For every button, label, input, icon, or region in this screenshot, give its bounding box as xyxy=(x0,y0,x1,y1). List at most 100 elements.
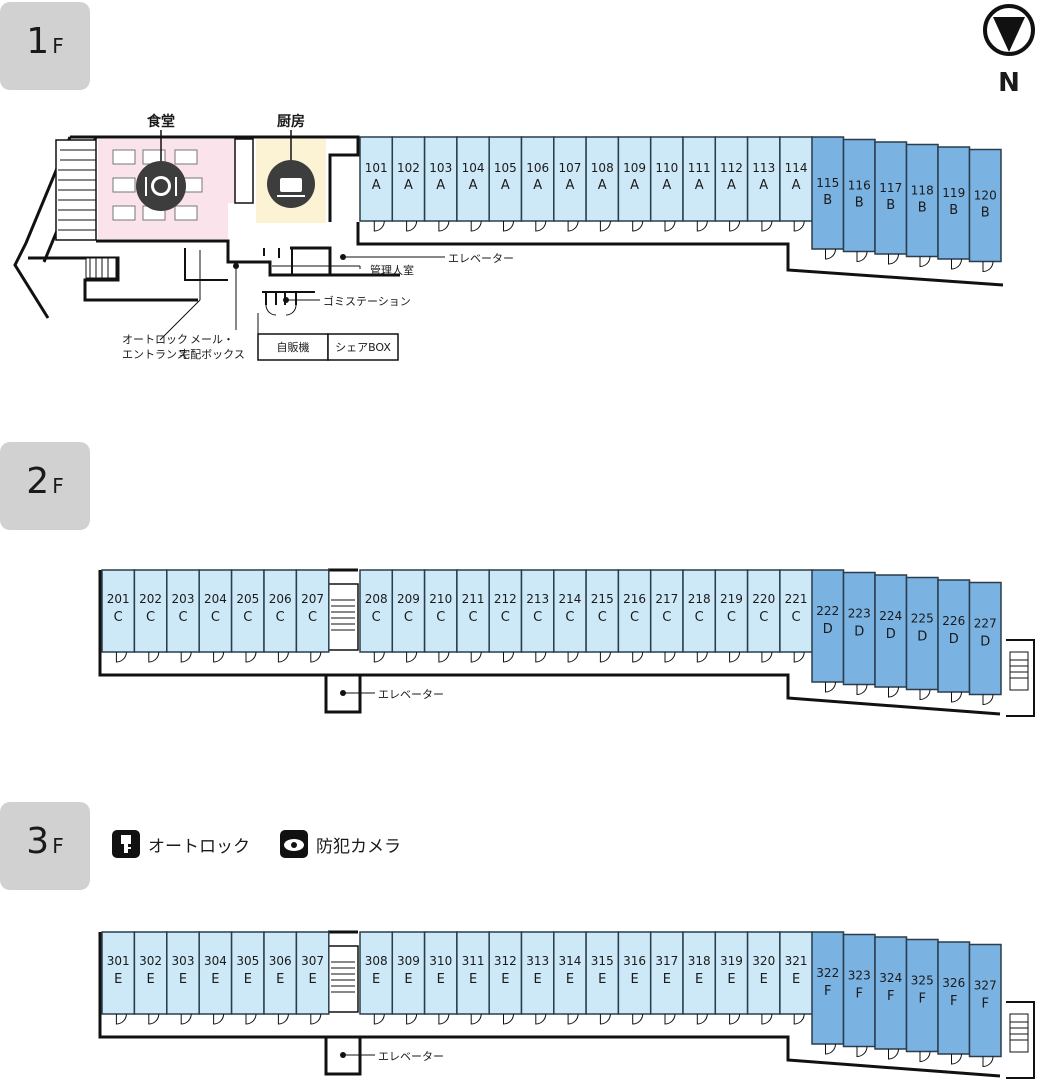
elevator-label-3f: エレベーター xyxy=(378,1050,444,1063)
room-number: 210 xyxy=(429,592,452,606)
room-type: E xyxy=(534,972,542,987)
room-type: C xyxy=(404,610,413,625)
room-number: 312 xyxy=(494,954,517,968)
room-number: 110 xyxy=(655,161,678,175)
room-number: 221 xyxy=(785,592,808,606)
room-number: 115 xyxy=(816,176,839,190)
room-type: E xyxy=(308,972,316,987)
room-type: C xyxy=(372,610,381,625)
room-number: 120 xyxy=(974,189,997,203)
room-type: C xyxy=(276,610,285,625)
room-type: E xyxy=(630,972,638,987)
autolock-entrance-line1: オートロック xyxy=(122,333,188,346)
autolock-entrance-line2: エントランス xyxy=(122,348,188,361)
room-number: 107 xyxy=(558,161,581,175)
room-type: A xyxy=(598,178,607,193)
room-number: 102 xyxy=(397,161,420,175)
room-number: 301 xyxy=(107,954,130,968)
room-type: E xyxy=(501,972,509,987)
room-type: A xyxy=(662,178,671,193)
floor-3-plan: エレベーター 301E302E303E304E305E306E307E308E3… xyxy=(98,930,1035,1079)
room-number: 109 xyxy=(623,161,646,175)
room-type: B xyxy=(855,196,864,211)
room-number: 204 xyxy=(204,592,227,606)
room-number: 309 xyxy=(397,954,420,968)
room-type: C xyxy=(533,610,542,625)
room-number: 101 xyxy=(365,161,388,175)
room-number: 219 xyxy=(720,592,743,606)
room-number: 201 xyxy=(107,592,130,606)
room-type: C xyxy=(759,610,768,625)
room-type: E xyxy=(566,972,574,987)
manager-room-label: 管理人室 xyxy=(370,263,414,277)
room-type: C xyxy=(630,610,639,625)
floor-number: 1 xyxy=(26,21,50,62)
room-type: E xyxy=(114,972,122,987)
room-number: 207 xyxy=(301,592,324,606)
room-type: A xyxy=(469,178,478,193)
room-number: 216 xyxy=(623,592,646,606)
room-type: E xyxy=(727,972,735,987)
floor-2-plan: エレベーター 201C202C203C204C205C206C207C208C2… xyxy=(98,568,1035,717)
room-type: B xyxy=(949,203,958,218)
room-number: 108 xyxy=(591,161,614,175)
room-number: 104 xyxy=(462,161,485,175)
room-number: 225 xyxy=(911,612,934,626)
room-number: 211 xyxy=(462,592,485,606)
floor-unit: F xyxy=(52,34,64,58)
room-type: E xyxy=(179,972,187,987)
elevator-label: エレベーター xyxy=(448,252,514,265)
floor-unit: F xyxy=(52,834,64,858)
room-type: E xyxy=(211,972,219,987)
room-number: 226 xyxy=(942,614,965,628)
room-type: D xyxy=(917,630,927,645)
room-number: 116 xyxy=(848,179,871,193)
room-number: 313 xyxy=(526,954,549,968)
room-type: A xyxy=(630,178,639,193)
room-type: C xyxy=(178,610,187,625)
room-number: 322 xyxy=(816,966,839,980)
room-type: C xyxy=(243,610,252,625)
room-number: 218 xyxy=(688,592,711,606)
room-type: C xyxy=(565,610,574,625)
room-type: E xyxy=(695,972,703,987)
room-number: 305 xyxy=(236,954,259,968)
room-type: B xyxy=(918,201,927,216)
room-number: 213 xyxy=(526,592,549,606)
room-type: F xyxy=(856,987,863,1002)
room-type: C xyxy=(436,610,445,625)
room-type: F xyxy=(919,992,926,1007)
room-number: 308 xyxy=(365,954,388,968)
room-type: E xyxy=(760,972,768,987)
room-type: C xyxy=(114,610,123,625)
room-type: E xyxy=(372,972,380,987)
room-number: 310 xyxy=(429,954,452,968)
camera-icon xyxy=(280,830,308,858)
room-type: A xyxy=(501,178,510,193)
room-number: 306 xyxy=(269,954,292,968)
room-type: E xyxy=(276,972,284,987)
room-number: 119 xyxy=(942,186,965,200)
